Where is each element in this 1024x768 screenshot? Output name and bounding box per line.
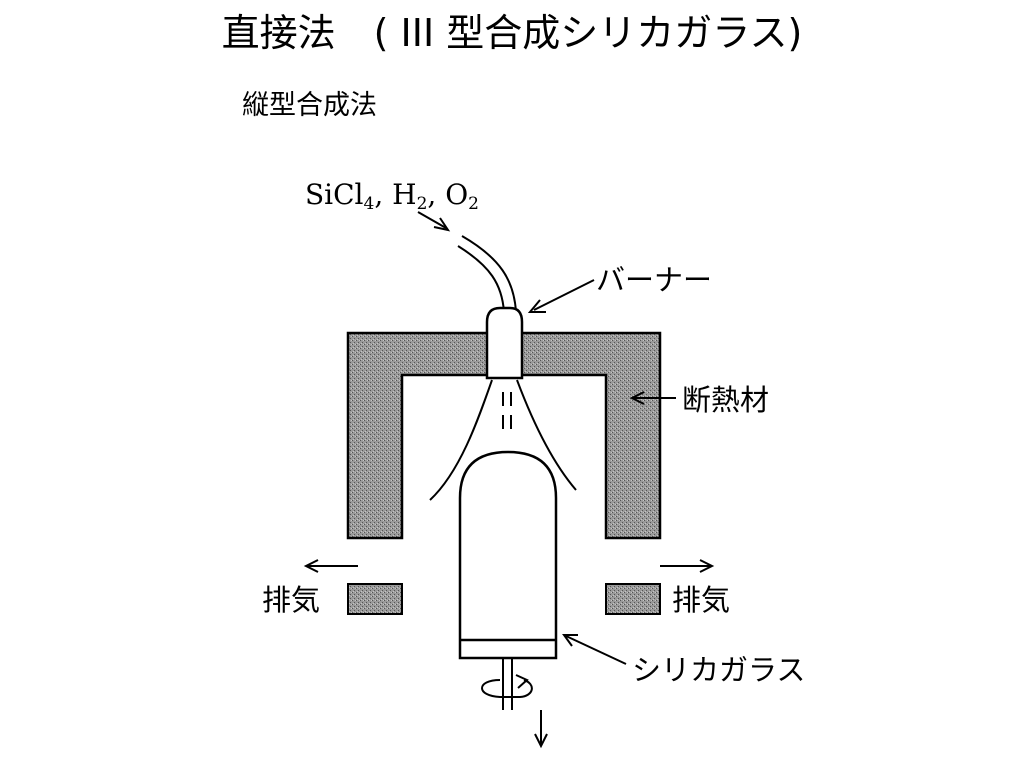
exhaust-arrowhead-right xyxy=(699,559,715,573)
gas-arrow xyxy=(417,211,447,229)
gas-formula-subscript: 2 xyxy=(468,194,479,214)
gas-arrowhead xyxy=(433,217,451,232)
gas-tube-outer xyxy=(461,235,517,313)
silica-glass-ingot xyxy=(458,450,558,660)
silica-glass-arrowhead xyxy=(562,634,578,647)
pull-down-arrowhead xyxy=(534,733,548,749)
gas-tube-inner xyxy=(457,245,505,313)
insulation-label: 断熱材 xyxy=(682,383,769,417)
exhaust-arrowhead-left xyxy=(303,559,319,573)
silica-glass-arrow xyxy=(565,635,627,665)
slide-title: 直接法 ( III 型合成シリカガラス) xyxy=(221,11,803,55)
rotation-arrowhead xyxy=(515,674,529,689)
gas-formula-part: SiCl xyxy=(305,178,364,211)
slide-subtitle: 縦型合成法 xyxy=(242,90,377,121)
flame-right-edge xyxy=(516,379,577,491)
exhaust-block-left xyxy=(347,583,403,615)
insulation-arrowhead xyxy=(629,391,645,405)
gas-formula-subscript: 4 xyxy=(364,194,375,214)
burner-arrowhead xyxy=(527,299,546,313)
exhaust-left-label: 排気 xyxy=(262,583,320,617)
gas-formula-part: , H xyxy=(374,178,416,211)
burner-label: バーナー xyxy=(596,263,712,297)
exhaust-block-right xyxy=(605,583,661,615)
flame-left-edge xyxy=(429,379,493,501)
burner xyxy=(485,306,524,380)
gas-formula-part: , O xyxy=(427,178,468,211)
exhaust-right-label: 排気 xyxy=(672,583,730,617)
burner-arrow xyxy=(533,279,595,311)
gas-formula-subscript: 2 xyxy=(417,194,428,214)
rotation-arrow xyxy=(481,679,533,698)
gas-formula-label: SiCl4, H2, O2 xyxy=(305,178,479,214)
silica-glass-label: シリカガラス xyxy=(632,653,805,687)
